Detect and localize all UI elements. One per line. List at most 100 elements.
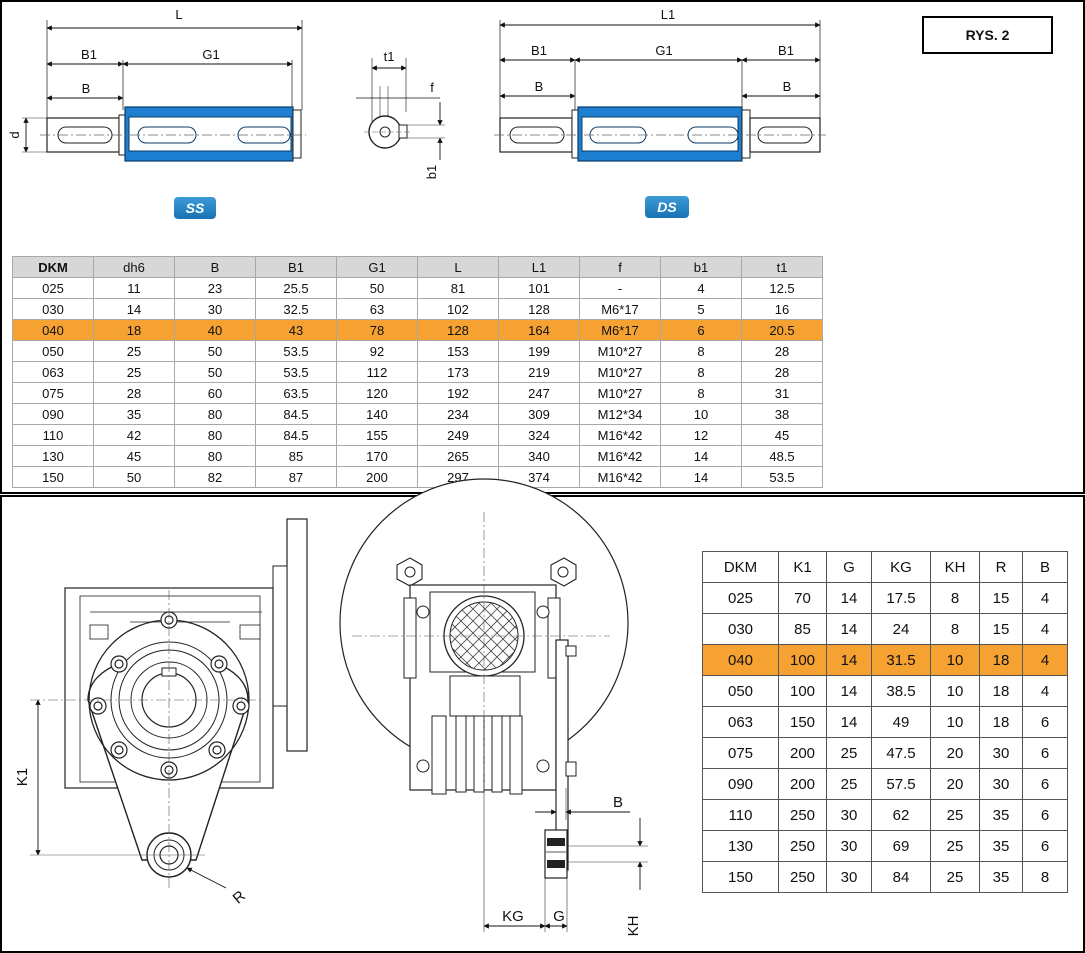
- table-cell: 150: [12, 466, 94, 488]
- table-cell: 20: [930, 768, 980, 800]
- table-cell: M16*42: [579, 466, 661, 488]
- table-cell: 164: [498, 319, 580, 341]
- table-cell: 40: [174, 319, 256, 341]
- table-cell: 30: [826, 830, 872, 862]
- table-cell: 110: [702, 799, 779, 831]
- table-cell: 25: [826, 768, 872, 800]
- table-cell: M6*17: [579, 319, 661, 341]
- table-cell: 14: [826, 582, 872, 614]
- dim-label-L: L: [175, 7, 182, 22]
- dim-label-B-right: B: [783, 79, 792, 94]
- dim-label-G: G: [553, 908, 565, 925]
- ds-shaft-drawing: [494, 20, 826, 162]
- table-cell: 45: [93, 445, 175, 467]
- table-cell: 200: [778, 768, 827, 800]
- table-cell: 20.5: [741, 319, 823, 341]
- table-cell: 140: [336, 403, 418, 425]
- table-cell: 8: [930, 582, 980, 614]
- table-cell: 200: [778, 737, 827, 769]
- column-header: b1: [660, 256, 742, 278]
- table-cell: 47.5: [871, 737, 931, 769]
- table-cell: 170: [336, 445, 418, 467]
- dim-label-G1-ds: G1: [655, 43, 672, 58]
- ds-badge: DS: [645, 196, 689, 218]
- dim-label-R: R: [230, 887, 249, 907]
- table-cell: 374: [498, 466, 580, 488]
- table-cell: 30: [826, 861, 872, 893]
- table-cell: 31.5: [871, 644, 931, 676]
- column-header: R: [979, 551, 1023, 583]
- table-cell: 6: [1022, 799, 1068, 831]
- table-cell: 20: [930, 737, 980, 769]
- dim-label-KG: KG: [502, 908, 524, 925]
- table-cell: 18: [979, 675, 1023, 707]
- shaft-drawings: L B1 G1 B d t1 f b1: [7, 7, 826, 179]
- table-cell: 84.5: [255, 403, 337, 425]
- table-cell: 25: [930, 799, 980, 831]
- column-header: B: [174, 256, 256, 278]
- column-header: K1: [778, 551, 827, 583]
- table-cell: 62: [871, 799, 931, 831]
- table-cell: 173: [417, 361, 499, 383]
- table-cell: 150: [702, 861, 779, 893]
- table-cell: 4: [1022, 644, 1068, 676]
- table-cell: 35: [979, 861, 1023, 893]
- table-cell: 14: [826, 644, 872, 676]
- table-cell: 25: [930, 830, 980, 862]
- table-cell: 6: [660, 319, 742, 341]
- dim-label-B1: B1: [81, 47, 97, 62]
- column-header: KH: [930, 551, 980, 583]
- column-header: DKM: [12, 256, 94, 278]
- table-cell: 18: [979, 644, 1023, 676]
- table-cell: 24: [871, 613, 931, 645]
- table-cell: 249: [417, 424, 499, 446]
- table-cell: 100: [778, 675, 827, 707]
- table-cell: 35: [979, 830, 1023, 862]
- table-cell: 53.5: [255, 340, 337, 362]
- torque-arm-side-view: [339, 478, 648, 932]
- table-cell: 25.5: [255, 277, 337, 299]
- table-cell: 35: [979, 799, 1023, 831]
- table-cell: 15: [979, 582, 1023, 614]
- table-cell: 4: [1022, 613, 1068, 645]
- dim-label-K1: K1: [14, 768, 31, 786]
- table-cell: 063: [702, 706, 779, 738]
- table-cell: 15: [979, 613, 1023, 645]
- table-cell: 090: [702, 768, 779, 800]
- table-cell: 49: [871, 706, 931, 738]
- table-cell: 150: [778, 706, 827, 738]
- dim-label-t1: t1: [384, 49, 395, 64]
- table-cell: 10: [930, 706, 980, 738]
- table-cell: 6: [1022, 706, 1068, 738]
- table-cell: M6*17: [579, 298, 661, 320]
- table-cell: 87: [255, 466, 337, 488]
- table-cell: 250: [778, 830, 827, 862]
- table-cell: 6: [1022, 830, 1068, 862]
- dim-label-KH: KH: [625, 916, 642, 937]
- table-cell: 53.5: [741, 466, 823, 488]
- table-cell: 100: [778, 644, 827, 676]
- table-cell: 250: [778, 861, 827, 893]
- column-header: KG: [871, 551, 931, 583]
- table-cell: 14: [826, 706, 872, 738]
- table-cell: 025: [702, 582, 779, 614]
- dim-label-b1: b1: [424, 165, 439, 179]
- table-cell: 128: [498, 298, 580, 320]
- table-cell: 200: [336, 466, 418, 488]
- table-cell: 25: [930, 861, 980, 893]
- dim-label-B-left: B: [535, 79, 544, 94]
- dim-label-L1: L1: [661, 7, 675, 22]
- table-cell: 030: [702, 613, 779, 645]
